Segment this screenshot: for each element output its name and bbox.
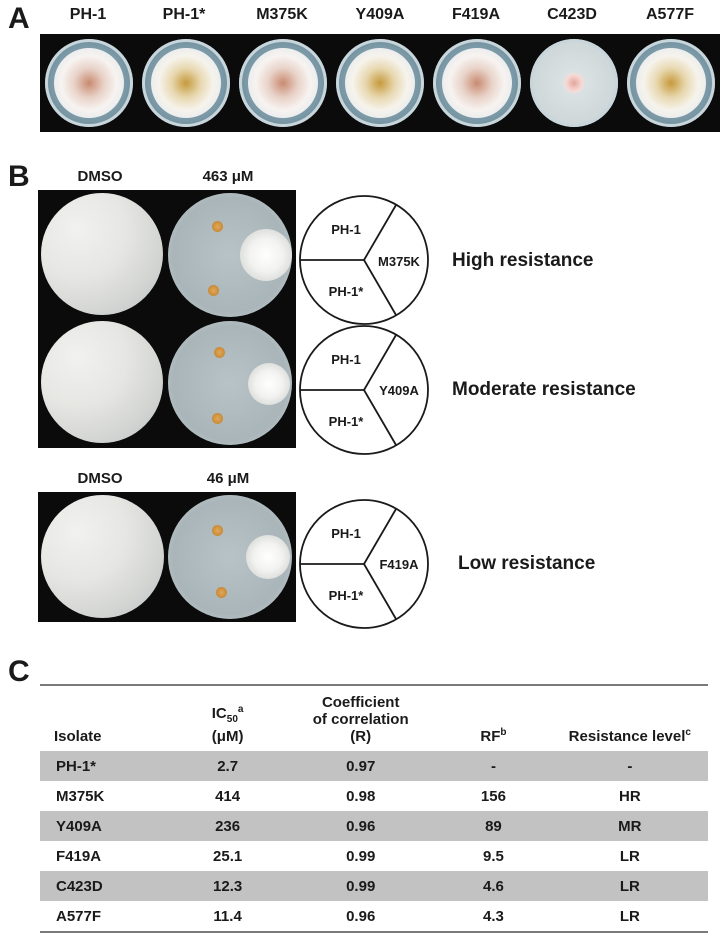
cell-ic50: 236 [169,811,287,841]
panel-a-letter: A [8,2,30,35]
plate-m375k [238,39,327,127]
schematic-label-ph1: PH-1 [331,352,361,367]
cell-level: LR [551,901,708,933]
schematic-label-mutant: M375K [378,254,420,269]
dmso-dish-high [41,193,163,315]
cell-isolate: A577F [40,901,170,933]
cell-isolate: C423D [40,871,170,901]
panel-b-letter: B [8,160,30,193]
strain-label-ph1: PH-1 [69,6,107,23]
cell-isolate: M375K [56,787,105,805]
plate-schematic-moderate [299,325,429,455]
cell-rf: 89 [435,811,552,841]
plate-schematic-high [299,195,429,325]
dmso-label-top: DMSO [77,168,123,185]
table-row: PH-1* 2.7 0.97 - - [40,750,708,781]
dmso-dish-moderate [41,321,163,443]
table-row: Y409A 236 0.96 89 MR [40,811,708,841]
plate-a577f [626,39,715,127]
cell-level: LR [619,847,640,865]
cell-isolate: F419A [56,847,102,865]
cell-rf: - [435,750,552,781]
cell-rf: 4.6 [435,871,552,901]
cell-r: 0.96 [286,811,436,841]
plate-y409a [335,39,424,127]
cell-r: 0.98 [346,787,376,805]
cell-level: HR [618,787,641,805]
cell-ic50: 12.3 [169,871,287,901]
schematic-label-ph1: PH-1 [331,526,361,541]
plate-f419a [432,39,521,127]
cell-ic50: 414 [215,787,241,805]
plate-photo-strip [40,34,720,132]
drug-dish-low [168,495,292,619]
cell-level: LR [551,871,708,901]
header-isolate: Isolate [40,684,170,750]
strain-label-m375k: M375K [256,6,308,23]
resistance-photo-block [38,190,296,448]
schematic-label-mutant: F419A [379,557,419,572]
cell-isolate: Y409A [40,811,170,841]
table-row: F419A 25.1 0.99 9.5 LR [40,841,708,871]
dmso-label-bottom: DMSO [77,470,123,487]
cell-r: 0.97 [286,750,436,781]
strain-label-f419a: F419A [451,6,501,23]
schematic-label-mutant: Y409A [379,383,419,398]
plate-c423d [529,39,618,127]
cell-level: - [551,750,708,781]
table-row: A577F 11.4 0.96 4.3 LR [40,901,708,933]
drug-dish-high [168,193,292,317]
resistance-photo-block-low [38,492,296,622]
cell-rf: 156 [480,787,506,805]
cell-r: 0.99 [286,871,436,901]
schematic-label-ph1-star: PH-1* [328,588,364,603]
strain-label-y409a: Y409A [355,6,405,23]
strain-label-c423d: C423D [547,6,597,23]
dmso-dish-low [41,495,164,618]
plate-ph1 [44,39,133,127]
header-resistance-level: Resistance levelc [551,684,708,750]
cell-level: MR [551,811,708,841]
cell-isolate: PH-1* [40,750,170,781]
table-row: C423D 12.3 0.99 4.6 LR [40,871,708,901]
concentration-label-46: 46 μM [206,470,250,487]
resistance-label-high: High resistance [452,250,594,271]
resistance-label-moderate: Moderate resistance [452,379,636,400]
strain-label-a577f: A577F [645,6,695,23]
concentration-label-463: 463 μM [202,168,254,185]
cell-rf: 4.3 [435,901,552,933]
cell-ic50: 11.4 [169,901,287,933]
table-row: M375K 414 0.98 156 HR [40,781,708,811]
cell-ic50: 2.7 [169,750,287,781]
resistance-table: Isolate IC50a (μM) Coefficient of correl… [40,684,708,933]
panel-c-letter: C [8,655,30,688]
header-ic50: IC50a (μM) [169,684,287,750]
cell-rf: 9.5 [483,847,504,865]
plate-schematic-low [299,499,429,629]
schematic-label-ph1-star: PH-1* [328,414,364,429]
drug-dish-moderate [168,321,292,445]
schematic-label-ph1: PH-1 [331,222,361,237]
cell-r: 0.96 [286,901,436,933]
resistance-label-low: Low resistance [458,553,596,574]
cell-ic50: 25.1 [213,847,243,865]
header-coefficient: Coefficient of correlation (R) [286,684,436,750]
strain-label-ph1-star: PH-1* [162,6,206,23]
schematic-label-ph1-star: PH-1* [328,284,364,299]
cell-r: 0.99 [346,847,376,865]
plate-ph1-star [141,39,230,127]
header-rf: RFb [435,684,552,750]
